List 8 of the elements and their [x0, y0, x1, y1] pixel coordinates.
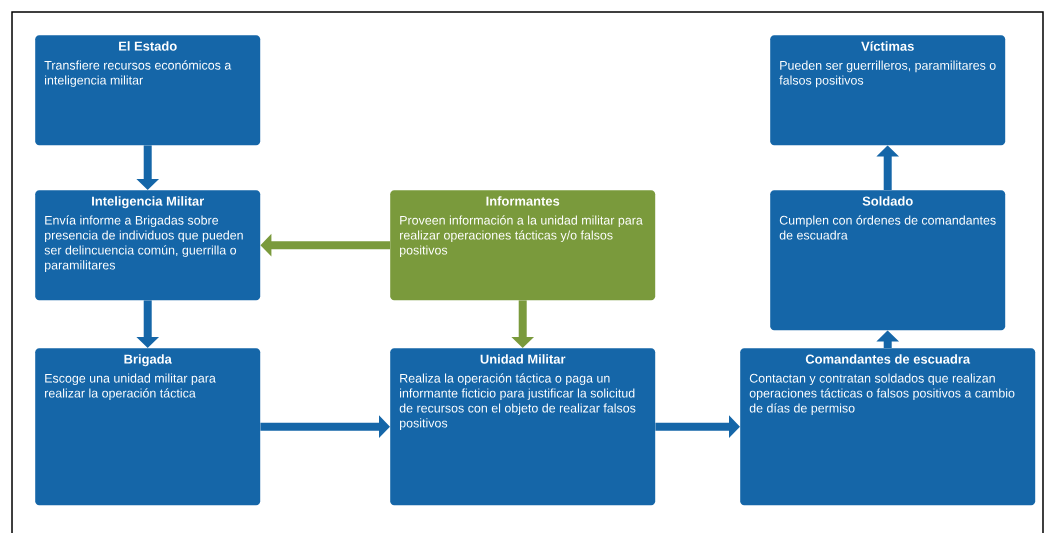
process-box: Inteligencia Militar Envía informe a Brigadas sobre presencia de individuos que pueden ser delincuencia común, guerrilla o paramilitares [35, 190, 261, 301]
process-box: Unidad Militar Realiza la operación táctica o paga un informante ficticio para justificar la solicitud de recursos con el objeto de realizar falsos positivos [390, 348, 656, 506]
process-box: Víctimas Pueden ser guerrilleros, paramilitares o falsos positivos [770, 35, 1006, 146]
process-box: Informantes Proveen información a la unidad militar para realizar operaciones tácticas y/o falsos positivos [390, 190, 656, 301]
process-box: Comandantes de escuadra Contactan y contratan soldados que realizan operaciones tácticas o falsos positivos a cambio de días de permiso [740, 348, 1036, 506]
process-box: Soldado Cumplen con órdenes de comandantes de escuadra [770, 190, 1006, 331]
process-box: Brigada Escoge una unidad militar para realizar la operación táctica [35, 348, 261, 506]
process-box: El Estado Transfiere recursos económicos a inteligencia militar [35, 35, 261, 146]
